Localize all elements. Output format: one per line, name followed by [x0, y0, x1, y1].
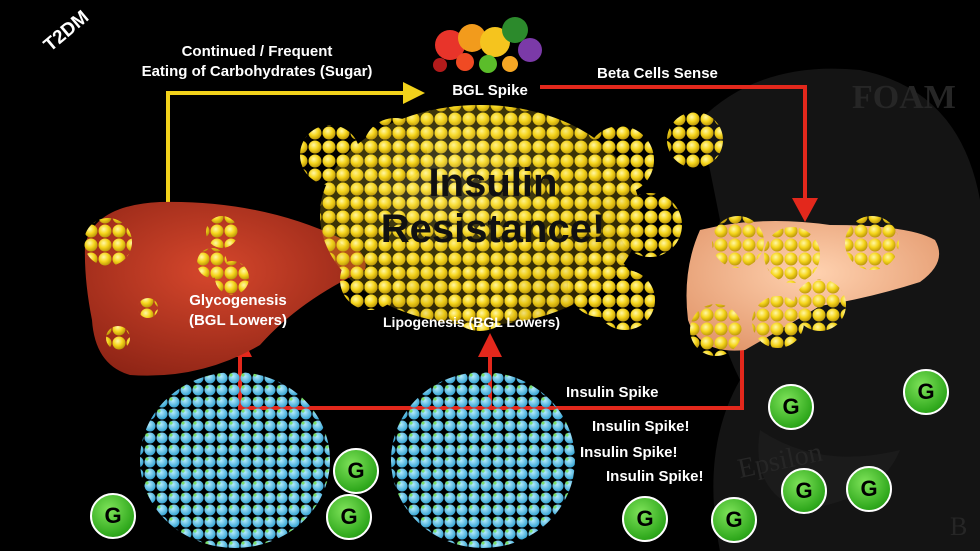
red-arrow-beta-cells: [540, 85, 818, 222]
glycogenesis-label-line1: Glycogenesis: [189, 292, 287, 309]
eating-label-line2: Eating of Carbohydrates (Sugar): [141, 63, 373, 80]
fruit-icon: [433, 17, 542, 73]
watermark-text-1: FOAM: [852, 79, 956, 116]
glucose-icon: G: [622, 496, 668, 542]
beta-cells-label: Beta Cells Sense: [597, 65, 718, 82]
glucose-icon: G: [781, 468, 827, 514]
bgl-spike-label: BGL Spike: [452, 82, 528, 99]
yellow-feedback-arrow: [166, 82, 425, 215]
eating-label-line1: Continued / Frequent: [181, 43, 333, 60]
glucose-icon: G: [333, 448, 379, 494]
glucose-icon: G: [90, 493, 136, 539]
glucose-icon: G: [768, 384, 814, 430]
insulin-spike-label: Insulin Spike: [566, 384, 659, 401]
glycogenesis-label-line2: (BGL Lowers): [188, 312, 288, 329]
title-line-1: Insulin: [428, 161, 558, 205]
lipogenesis-label: Lipogenesis (BGL Lowers): [383, 314, 561, 330]
fat-cell-cluster-pancreas: [690, 216, 899, 356]
watermark-text-3: B: [950, 512, 967, 541]
insulin-molecule-center: [391, 372, 575, 548]
fat-cell-cluster-liver: [84, 216, 249, 350]
insulin-spike-label-2: Insulin Spike!: [580, 444, 678, 461]
insulin-spike-label-3: Insulin Spike!: [606, 468, 704, 485]
glucose-icon: G: [711, 497, 757, 543]
title-line-2: Resistance!: [380, 207, 606, 251]
insulin-spike-label-1: Insulin Spike!: [592, 418, 690, 435]
insulin-molecule-left: [140, 372, 330, 548]
fat-cell-cluster-center: [300, 105, 723, 331]
insulin-resistance-title: Insulin Resistance!: [378, 160, 608, 252]
glucose-icon: G: [846, 466, 892, 512]
glucose-icon: G: [903, 369, 949, 415]
glucose-icon: G: [326, 494, 372, 540]
